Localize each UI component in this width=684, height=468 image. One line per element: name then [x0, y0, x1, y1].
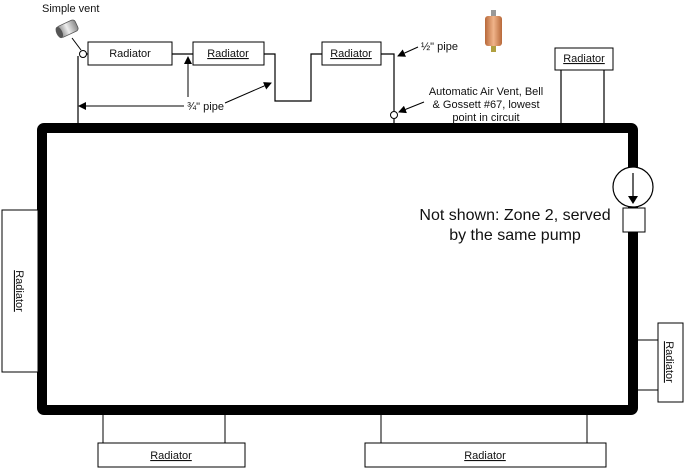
- simple-vent-label: Simple vent: [42, 3, 99, 15]
- half-pipe-label: ½" pipe: [421, 41, 458, 53]
- note-line1: Not shown: Zone 2, served: [419, 207, 610, 224]
- svg-text:Radiator: Radiator: [13, 270, 25, 312]
- auto-vent-label-line2: & Gossett #67, lowest: [433, 99, 540, 111]
- auto-vent-label-line3: point in circuit: [452, 112, 519, 124]
- radiator-top-3: Radiator: [321, 41, 382, 66]
- main-loop-pipe: [37, 123, 638, 415]
- svg-text:Radiator: Radiator: [464, 450, 506, 462]
- auto-vent-fitting: [390, 111, 398, 119]
- pump-icon: [612, 166, 654, 233]
- radiator-top-2: Radiator: [192, 41, 265, 66]
- radiator-bottom-left: Radiator: [97, 415, 246, 468]
- svg-text:Radiator: Radiator: [330, 48, 372, 60]
- svg-text:Radiator: Radiator: [663, 341, 675, 383]
- simple-vent-icon: [55, 19, 79, 39]
- simple-vent-fitting: [79, 50, 87, 58]
- radiator-right: Radiator: [638, 322, 684, 403]
- three-quarter-pipe-label: ¾" pipe: [187, 101, 224, 113]
- svg-text:Radiator: Radiator: [207, 48, 249, 60]
- arrow-icon: [397, 46, 419, 57]
- radiator-bottom-right: Radiator: [364, 415, 607, 468]
- top-piping: [77, 53, 605, 124]
- auto-vent-label-line1: Automatic Air Vent, Bell: [429, 86, 543, 98]
- arrow-icon: [398, 101, 425, 114]
- note-line2: by the same pump: [449, 227, 581, 244]
- automatic-air-vent-icon: [485, 10, 502, 52]
- radiator-top-1: Radiator: [87, 41, 173, 66]
- radiator-top-right: Radiator: [554, 47, 614, 71]
- svg-text:Radiator: Radiator: [109, 48, 151, 60]
- radiator-left: Radiator: [1, 209, 42, 373]
- arrow-icon: [224, 82, 272, 104]
- svg-text:Radiator: Radiator: [563, 53, 605, 65]
- svg-text:Radiator: Radiator: [150, 450, 192, 462]
